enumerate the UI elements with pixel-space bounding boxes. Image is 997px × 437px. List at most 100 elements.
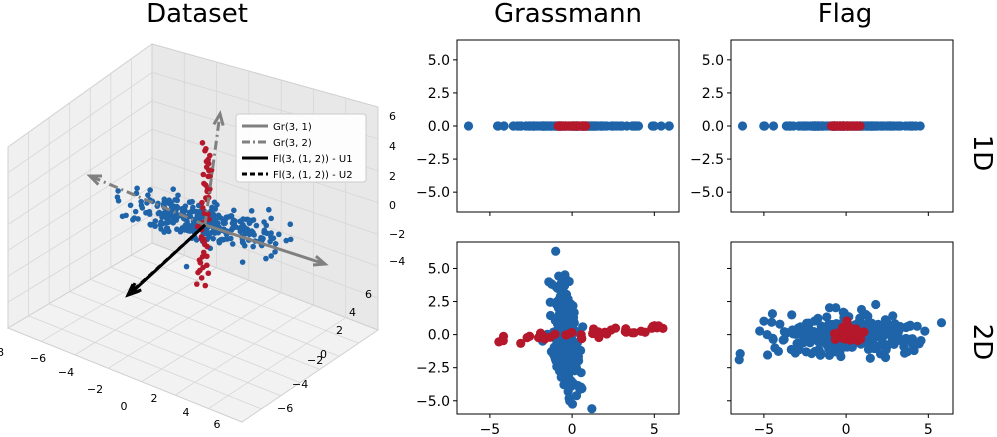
blue-point [824, 303, 835, 313]
blue-point [253, 222, 260, 229]
red-point [629, 328, 639, 338]
blue-point [159, 220, 166, 227]
blue-point [229, 226, 235, 233]
blue-point [562, 297, 573, 307]
blue-point [529, 121, 539, 131]
blue-point [775, 319, 785, 329]
blue-point [759, 121, 769, 131]
blue-point [554, 271, 564, 281]
blue-point [521, 121, 531, 131]
blue-point [499, 121, 509, 131]
blue-point [798, 328, 808, 338]
blue-point [870, 343, 880, 353]
red-point [199, 199, 205, 206]
blue-point [188, 226, 195, 233]
red-point [593, 327, 603, 337]
red-point [199, 139, 206, 146]
z-tick-2: −2 [389, 228, 405, 241]
x-tick-7: 6 [214, 418, 221, 431]
red-point [574, 121, 584, 131]
red-point [194, 281, 200, 287]
blue-point [888, 311, 898, 321]
blue-point [170, 186, 177, 192]
grid-line [28, 315, 262, 410]
y-tick-7: 6 [365, 288, 372, 301]
blue-point [216, 238, 222, 244]
blue-point [270, 235, 277, 241]
blue-point [266, 206, 272, 213]
grid-line [41, 255, 185, 342]
blue-point [816, 121, 826, 131]
red-point [201, 238, 208, 245]
grid-line [7, 214, 153, 303]
blue-point [734, 355, 744, 365]
blue-point [552, 362, 562, 372]
grid-line [141, 292, 282, 383]
red-point [207, 173, 213, 179]
grid-line [7, 72, 153, 174]
blue-point [127, 202, 134, 209]
red-point [842, 316, 852, 326]
y-tick-label: 0.0 [428, 119, 450, 135]
blue-point [179, 205, 186, 212]
red-point [577, 334, 587, 344]
blue-point [560, 351, 570, 362]
legend-label-fl-u1: Fl(3, (1, 2)) - U1 [273, 154, 353, 165]
blue-point [773, 346, 784, 356]
blue-point [565, 396, 575, 406]
blue-point [578, 322, 588, 332]
blue-point [822, 328, 832, 338]
blue-point [891, 330, 902, 340]
blue-point [227, 235, 234, 242]
blue-point [123, 212, 129, 219]
blue-point [138, 198, 144, 205]
blue-point [920, 326, 930, 336]
flag-title: Flag [818, 0, 873, 29]
arrow-head [312, 255, 329, 267]
blue-point [755, 326, 765, 336]
blue-point [905, 321, 915, 331]
blue-point [767, 317, 777, 327]
red-point [207, 186, 213, 192]
blue-point [863, 344, 874, 354]
grid-line [7, 157, 153, 251]
blue-point [261, 229, 267, 236]
y-tick-6: 4 [349, 306, 356, 319]
legend-label-gr31: Gr(3, 1) [273, 122, 312, 133]
blue-point [165, 228, 172, 235]
blue-point [512, 121, 523, 131]
blue-point [130, 216, 136, 223]
blue-point [881, 342, 892, 353]
red-point [621, 327, 631, 337]
blue-point [250, 243, 256, 250]
blue-point [836, 351, 846, 362]
blue-point [183, 263, 190, 270]
blue-point [190, 204, 196, 211]
red-point [826, 121, 837, 131]
red-point [830, 334, 840, 344]
red-point [498, 336, 508, 346]
legend: Gr(3, 1) Gr(3, 2) Fl(3, (1, 2)) - U1 Fl(… [235, 113, 367, 183]
blue-point [912, 321, 922, 331]
blue-point [856, 304, 867, 315]
blue-point [839, 308, 849, 318]
z-tick-3: 0 [389, 199, 396, 212]
blue-point [287, 236, 294, 243]
x-tick-label: 5 [924, 422, 933, 437]
blue-point [872, 320, 883, 330]
blue-point [114, 194, 121, 200]
grid-line [7, 185, 153, 277]
blue-point [152, 223, 158, 230]
blue-point [223, 215, 229, 221]
x-tick-3: −2 [87, 383, 103, 396]
blue-point [768, 334, 778, 345]
blue-point [229, 241, 236, 247]
red-point [516, 338, 526, 348]
red-point [197, 259, 204, 266]
blue-point [792, 343, 802, 353]
red-point [844, 323, 854, 333]
blue-point [798, 338, 808, 348]
red-point [202, 182, 209, 188]
y-tick-label: −2.5 [690, 152, 724, 168]
blue-point [863, 311, 873, 321]
